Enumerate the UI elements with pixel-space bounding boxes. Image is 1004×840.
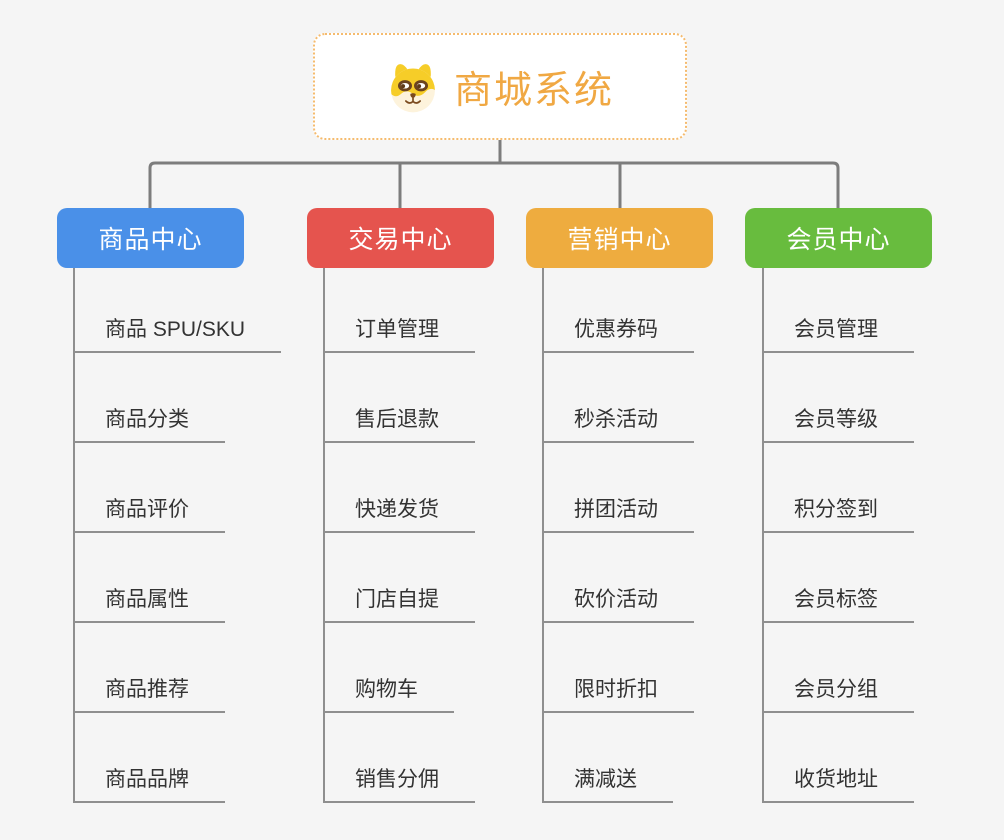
leaf-node[interactable]: 会员分组	[764, 623, 914, 713]
leaf-node[interactable]: 订单管理	[325, 268, 475, 353]
leaf-node[interactable]: 商品推荐	[75, 623, 225, 713]
branch-label: 营销中心	[567, 226, 672, 254]
leaf-node[interactable]: 积分签到	[764, 443, 914, 533]
branch-node-member-center[interactable]: 会员中心	[745, 208, 932, 268]
leaf-node[interactable]: 满减送	[544, 713, 673, 803]
bus-line	[148, 161, 840, 208]
leaf-node[interactable]: 会员管理	[764, 268, 914, 353]
leaf-node[interactable]: 商品品牌	[75, 713, 225, 803]
leaf-column-product: 商品 SPU/SKU 商品分类 商品评价 商品属性 商品推荐 商品品牌	[73, 268, 282, 803]
leaf-node[interactable]: 商品 SPU/SKU	[75, 268, 282, 353]
leaf-node[interactable]: 优惠券码	[544, 268, 694, 353]
leaf-node[interactable]: 售后退款	[325, 353, 475, 443]
leaf-node[interactable]: 商品分类	[75, 353, 225, 443]
leaf-node[interactable]: 购物车	[325, 623, 454, 713]
branch-label: 交易中心	[348, 226, 453, 254]
root-title: 商城系统	[453, 70, 614, 112]
leaf-node[interactable]: 销售分佣	[325, 713, 475, 803]
leaf-column-marketing: 优惠券码 秒杀活动 拼团活动 砍价活动 限时折扣 满减送	[542, 268, 694, 803]
branch-node-marketing-center[interactable]: 营销中心	[526, 208, 713, 268]
leaf-node[interactable]: 会员等级	[764, 353, 914, 443]
leaf-node[interactable]: 商品属性	[75, 533, 225, 623]
root-node[interactable]: 商城系统	[313, 33, 687, 140]
leaf-column-member: 会员管理 会员等级 积分签到 会员标签 会员分组 收货地址	[762, 268, 914, 803]
branch-node-product-center[interactable]: 商品中心	[57, 208, 244, 268]
branch-node-trade-center[interactable]: 交易中心	[307, 208, 494, 268]
leaf-node[interactable]: 会员标签	[764, 533, 914, 623]
leaf-node[interactable]: 收货地址	[764, 713, 914, 803]
branch-label: 会员中心	[786, 226, 891, 254]
leaf-node[interactable]: 拼团活动	[544, 443, 694, 533]
leaf-node[interactable]: 商品评价	[75, 443, 225, 533]
leaf-node[interactable]: 砍价活动	[544, 533, 694, 623]
branch-label: 商品中心	[98, 226, 203, 254]
leaf-node[interactable]: 秒杀活动	[544, 353, 694, 443]
leaf-node[interactable]: 门店自提	[325, 533, 475, 623]
leaf-node[interactable]: 快递发货	[325, 443, 475, 533]
leaf-column-trade: 订单管理 售后退款 快递发货 门店自提 购物车 销售分佣	[323, 268, 475, 803]
dog-face-icon	[391, 63, 435, 112]
leaf-node[interactable]: 限时折扣	[544, 623, 694, 713]
